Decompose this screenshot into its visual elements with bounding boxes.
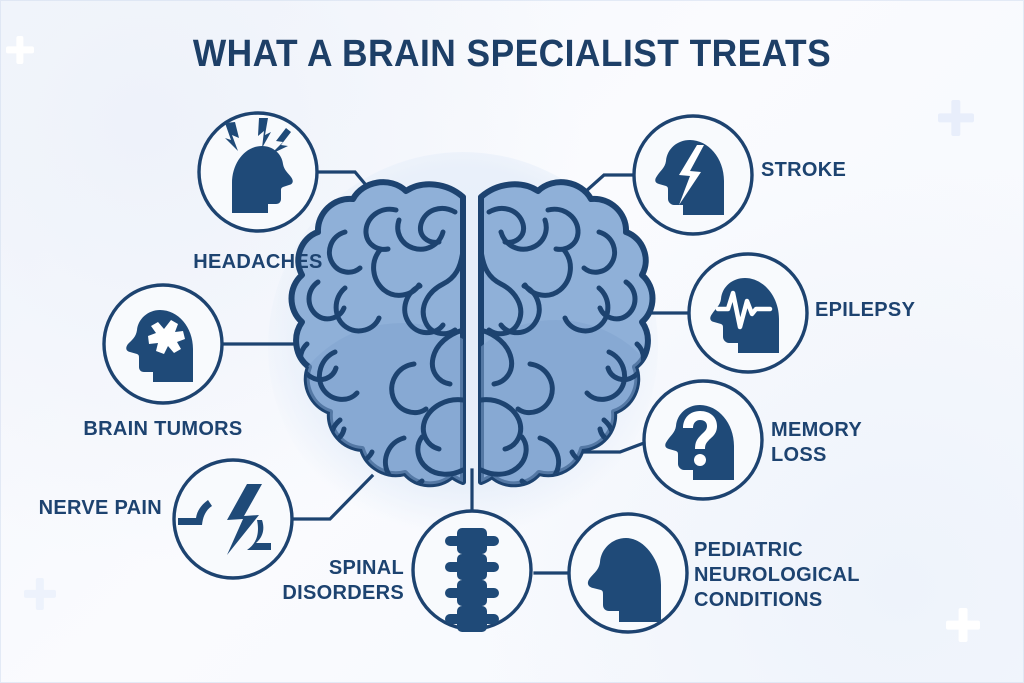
node-stroke[interactable]	[632, 114, 754, 236]
brain-right-hemisphere	[478, 179, 656, 488]
label-pediatric-neurological-conditions: PEDIATRIC NEUROLOGICAL CONDITIONS	[694, 539, 860, 611]
head-tumor-icon	[126, 310, 193, 382]
node-headaches[interactable]	[197, 111, 319, 233]
label-nerve-pain: NERVE PAIN	[38, 497, 162, 519]
node-spinal-disorders[interactable]	[411, 509, 533, 632]
spine-vertebrae-icon	[445, 528, 499, 632]
head-bolt-icon	[655, 140, 724, 215]
label-spinal-disorders: SPINAL DISORDERS	[282, 557, 404, 604]
brain-left-hemisphere	[288, 179, 466, 488]
node-brain-tumors[interactable]	[102, 283, 224, 405]
page-title: WHAT A BRAIN SPECIALIST TREATS	[192, 33, 832, 75]
node-memory-loss[interactable]	[642, 379, 764, 501]
label-memory-loss: MEMORY LOSS	[771, 419, 863, 466]
label-brain-tumors: BRAIN TUMORS	[83, 418, 243, 440]
connector-memory-loss	[583, 437, 655, 454]
head-ekg-wave-icon	[710, 278, 779, 353]
connector-nerve-pain	[290, 473, 375, 521]
child-head-icon	[587, 538, 661, 622]
head-question-mark-icon	[665, 405, 734, 480]
nerve-bolt-icon	[178, 484, 271, 555]
head-lightning-pain-icon	[225, 118, 293, 213]
label-epilepsy: EPILEPSY	[815, 299, 916, 321]
node-epilepsy[interactable]	[687, 252, 809, 374]
label-stroke: STROKE	[761, 159, 847, 181]
node-nerve-pain[interactable]	[172, 458, 294, 580]
label-headaches: HEADACHES	[193, 251, 323, 273]
node-pediatric-neurological-conditions[interactable]	[567, 512, 689, 634]
